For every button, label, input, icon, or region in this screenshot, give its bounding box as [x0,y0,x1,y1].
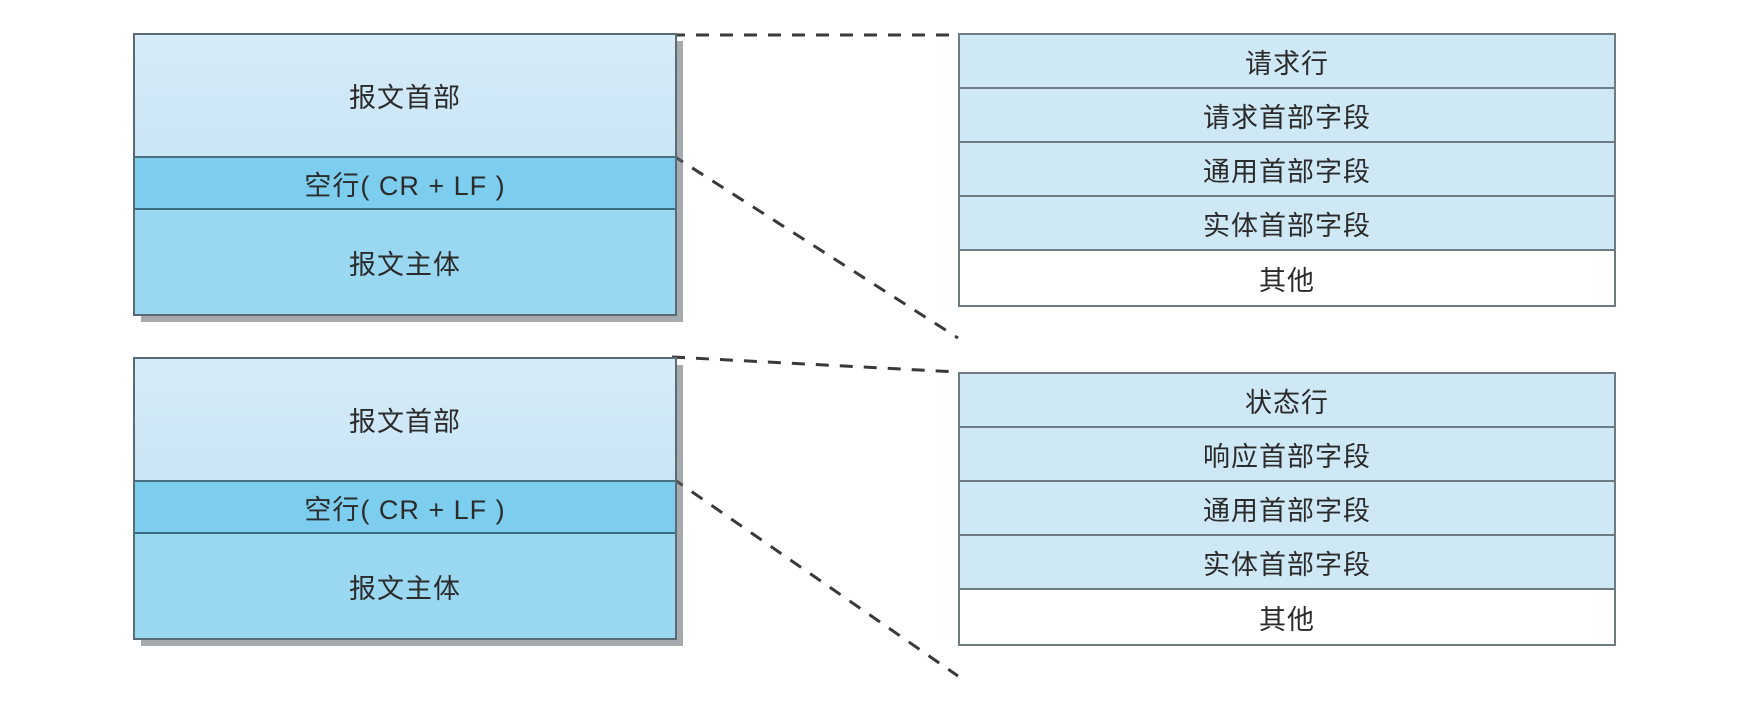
response-table-cell-3: 实体首部字段 [1203,549,1371,580]
request-blank-line-row: 空行( CR + LF ) [135,158,675,210]
response-message-block: 报文首部 空行( CR + LF ) 报文主体 [133,357,677,640]
response-message-body-row: 报文主体 [135,534,675,638]
response-message-header-label: 报文首部 [349,407,461,437]
request-table-cell-1: 请求首部字段 [1203,102,1371,133]
response-table-cell-1: 响应首部字段 [1203,441,1371,472]
request-table-cell-2: 通用首部字段 [1203,156,1371,187]
table-row: 通用首部字段 [960,482,1614,536]
response-table-cell-0: 状态行 [1245,387,1329,418]
request-message-body-row: 报文主体 [135,210,675,314]
table-row: 请求首部字段 [960,89,1614,143]
table-row: 其他 [960,251,1614,305]
request-message-block: 报文首部 空行( CR + LF ) 报文主体 [133,33,677,316]
response-header-detail-table: 状态行 响应首部字段 通用首部字段 实体首部字段 其他 [958,372,1616,646]
request-message-header-row: 报文首部 [135,35,675,158]
request-table-cell-3: 实体首部字段 [1203,210,1371,241]
table-row: 响应首部字段 [960,428,1614,482]
table-row: 实体首部字段 [960,536,1614,590]
response-message-body-label: 报文主体 [349,573,461,604]
request-table-cell-0: 请求行 [1245,48,1329,79]
request-table-cell-4: 其他 [1259,265,1315,296]
request-blank-line-label: 空行( CR + LF ) [304,170,506,201]
table-row: 通用首部字段 [960,143,1614,197]
request-header-detail-table: 请求行 请求首部字段 通用首部字段 实体首部字段 其他 [958,33,1616,307]
response-message-header-row: 报文首部 [135,359,675,482]
table-row: 请求行 [960,35,1614,89]
response-table-cell-4: 其他 [1259,604,1315,635]
connector-response-horizontal [671,355,959,374]
table-row: 状态行 [960,374,1614,428]
response-table-cell-2: 通用首部字段 [1203,495,1371,526]
table-row: 其他 [960,590,1614,644]
response-blank-line-label: 空行( CR + LF ) [304,494,506,525]
table-row: 实体首部字段 [960,197,1614,251]
request-message-body-label: 报文主体 [349,249,461,280]
connector-request-diagonal [671,153,959,340]
connector-response-diagonal [671,476,959,678]
response-blank-line-row: 空行( CR + LF ) [135,482,675,534]
request-message-header-label: 报文首部 [349,83,461,113]
